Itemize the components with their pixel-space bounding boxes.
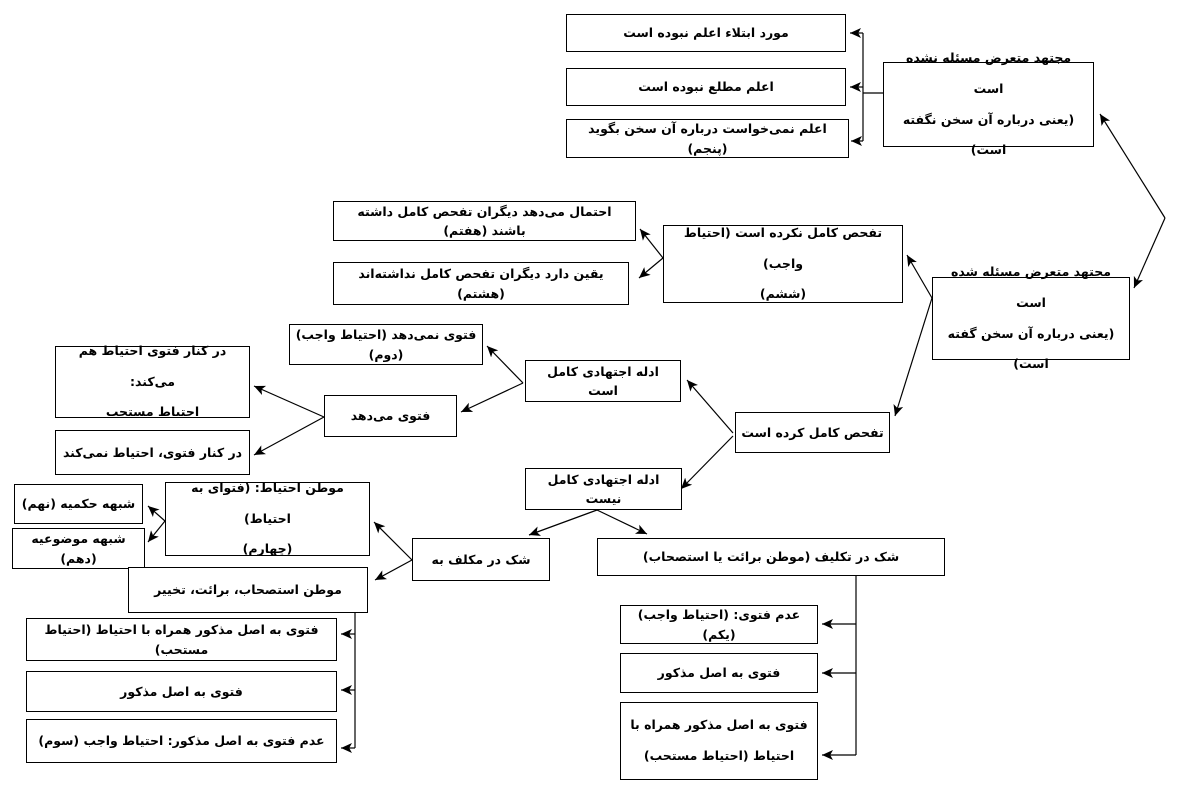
node-alam-no-comment: اعلم نمی‌خواست درباره آن سخن بگوید (پنجم…: [566, 119, 849, 158]
node-full-search-done: تفحص کامل کرده است: [735, 412, 890, 453]
node-adam-fatwa-wajib: عدم فتوی: (احتیاط واجب) (یکم): [620, 605, 818, 644]
node-mawtin-ihtiyat: موطن احتیاط: (فتوای به احتیاط) (چهارم): [165, 480, 370, 556]
node-doubt-taklif: شک در تکلیف (موطن برائت یا استصحاب): [597, 538, 945, 576]
node-shubhe-hukmiyye: شبهه حکمیه (نهم): [14, 484, 143, 524]
node-no-fatwa-asl: عدم فتوی به اصل مذکور: احتیاط واجب (سوم): [26, 719, 337, 763]
node-gives-fatwa: فتوی می‌دهد: [324, 395, 457, 437]
node-mawtin-istishab: موطن استصحاب، برائت، تخییر: [128, 567, 368, 613]
node-no-full-search: تفحص کامل نکرده است (احتیاط واجب) (ششم): [663, 225, 903, 303]
node-evidence-complete: ادله اجتهادی کامل است: [525, 360, 681, 402]
node-fatwa-asl-with-ihtiyat: فتوی به اصل مذکور همراه با احتیاط (احتیا…: [26, 618, 337, 661]
node-fatwa-asl-2: فتوی به اصل مذکور: [620, 653, 818, 693]
node-mujtahid-not-addressed: مجتهد متعرض مسئله نشده است (یعنی درباره …: [883, 50, 1094, 157]
node-fatwa-asl: فتوی به اصل مذکور: [26, 671, 337, 712]
node-fatwa-without-ihtiyat: در کنار فتوی، احتیاط نمی‌کند: [55, 430, 250, 475]
node-doubt-mukallaf-bih: شک در مکلف به: [412, 538, 550, 581]
node-alam-not-informed: اعلم مطلع نبوده است: [566, 68, 846, 106]
node-fatwa-asl-with-ihtiyat-2: فتوی به اصل مذکور همراه با احتیاط (احتیا…: [620, 702, 818, 780]
node-alam-not-involved: مورد ابتلاء اعلم نبوده است: [566, 14, 846, 52]
node-evidence-incomplete: ادله اجتهادی کامل نیست: [525, 468, 682, 510]
node-no-fatwa: فتوی نمی‌دهد (احتیاط واجب) (دوم): [289, 324, 483, 365]
node-mujtahid-addressed: مجتهد متعرض مسئله شده است (یعنی درباره آ…: [932, 264, 1130, 371]
node-others-maybe-searched: احتمال می‌دهد دیگران تفحص کامل داشته باش…: [333, 201, 636, 241]
node-fatwa-with-ihtiyat: در کنار فتوی احتیاط هم می‌کند: احتیاط مس…: [55, 343, 250, 419]
node-shubhe-mawzuiyye: شبهه موضوعیه (دهم): [12, 528, 145, 569]
node-others-not-searched: یقین دارد دیگران تفحص کامل نداشته‌اند (ه…: [333, 262, 629, 305]
